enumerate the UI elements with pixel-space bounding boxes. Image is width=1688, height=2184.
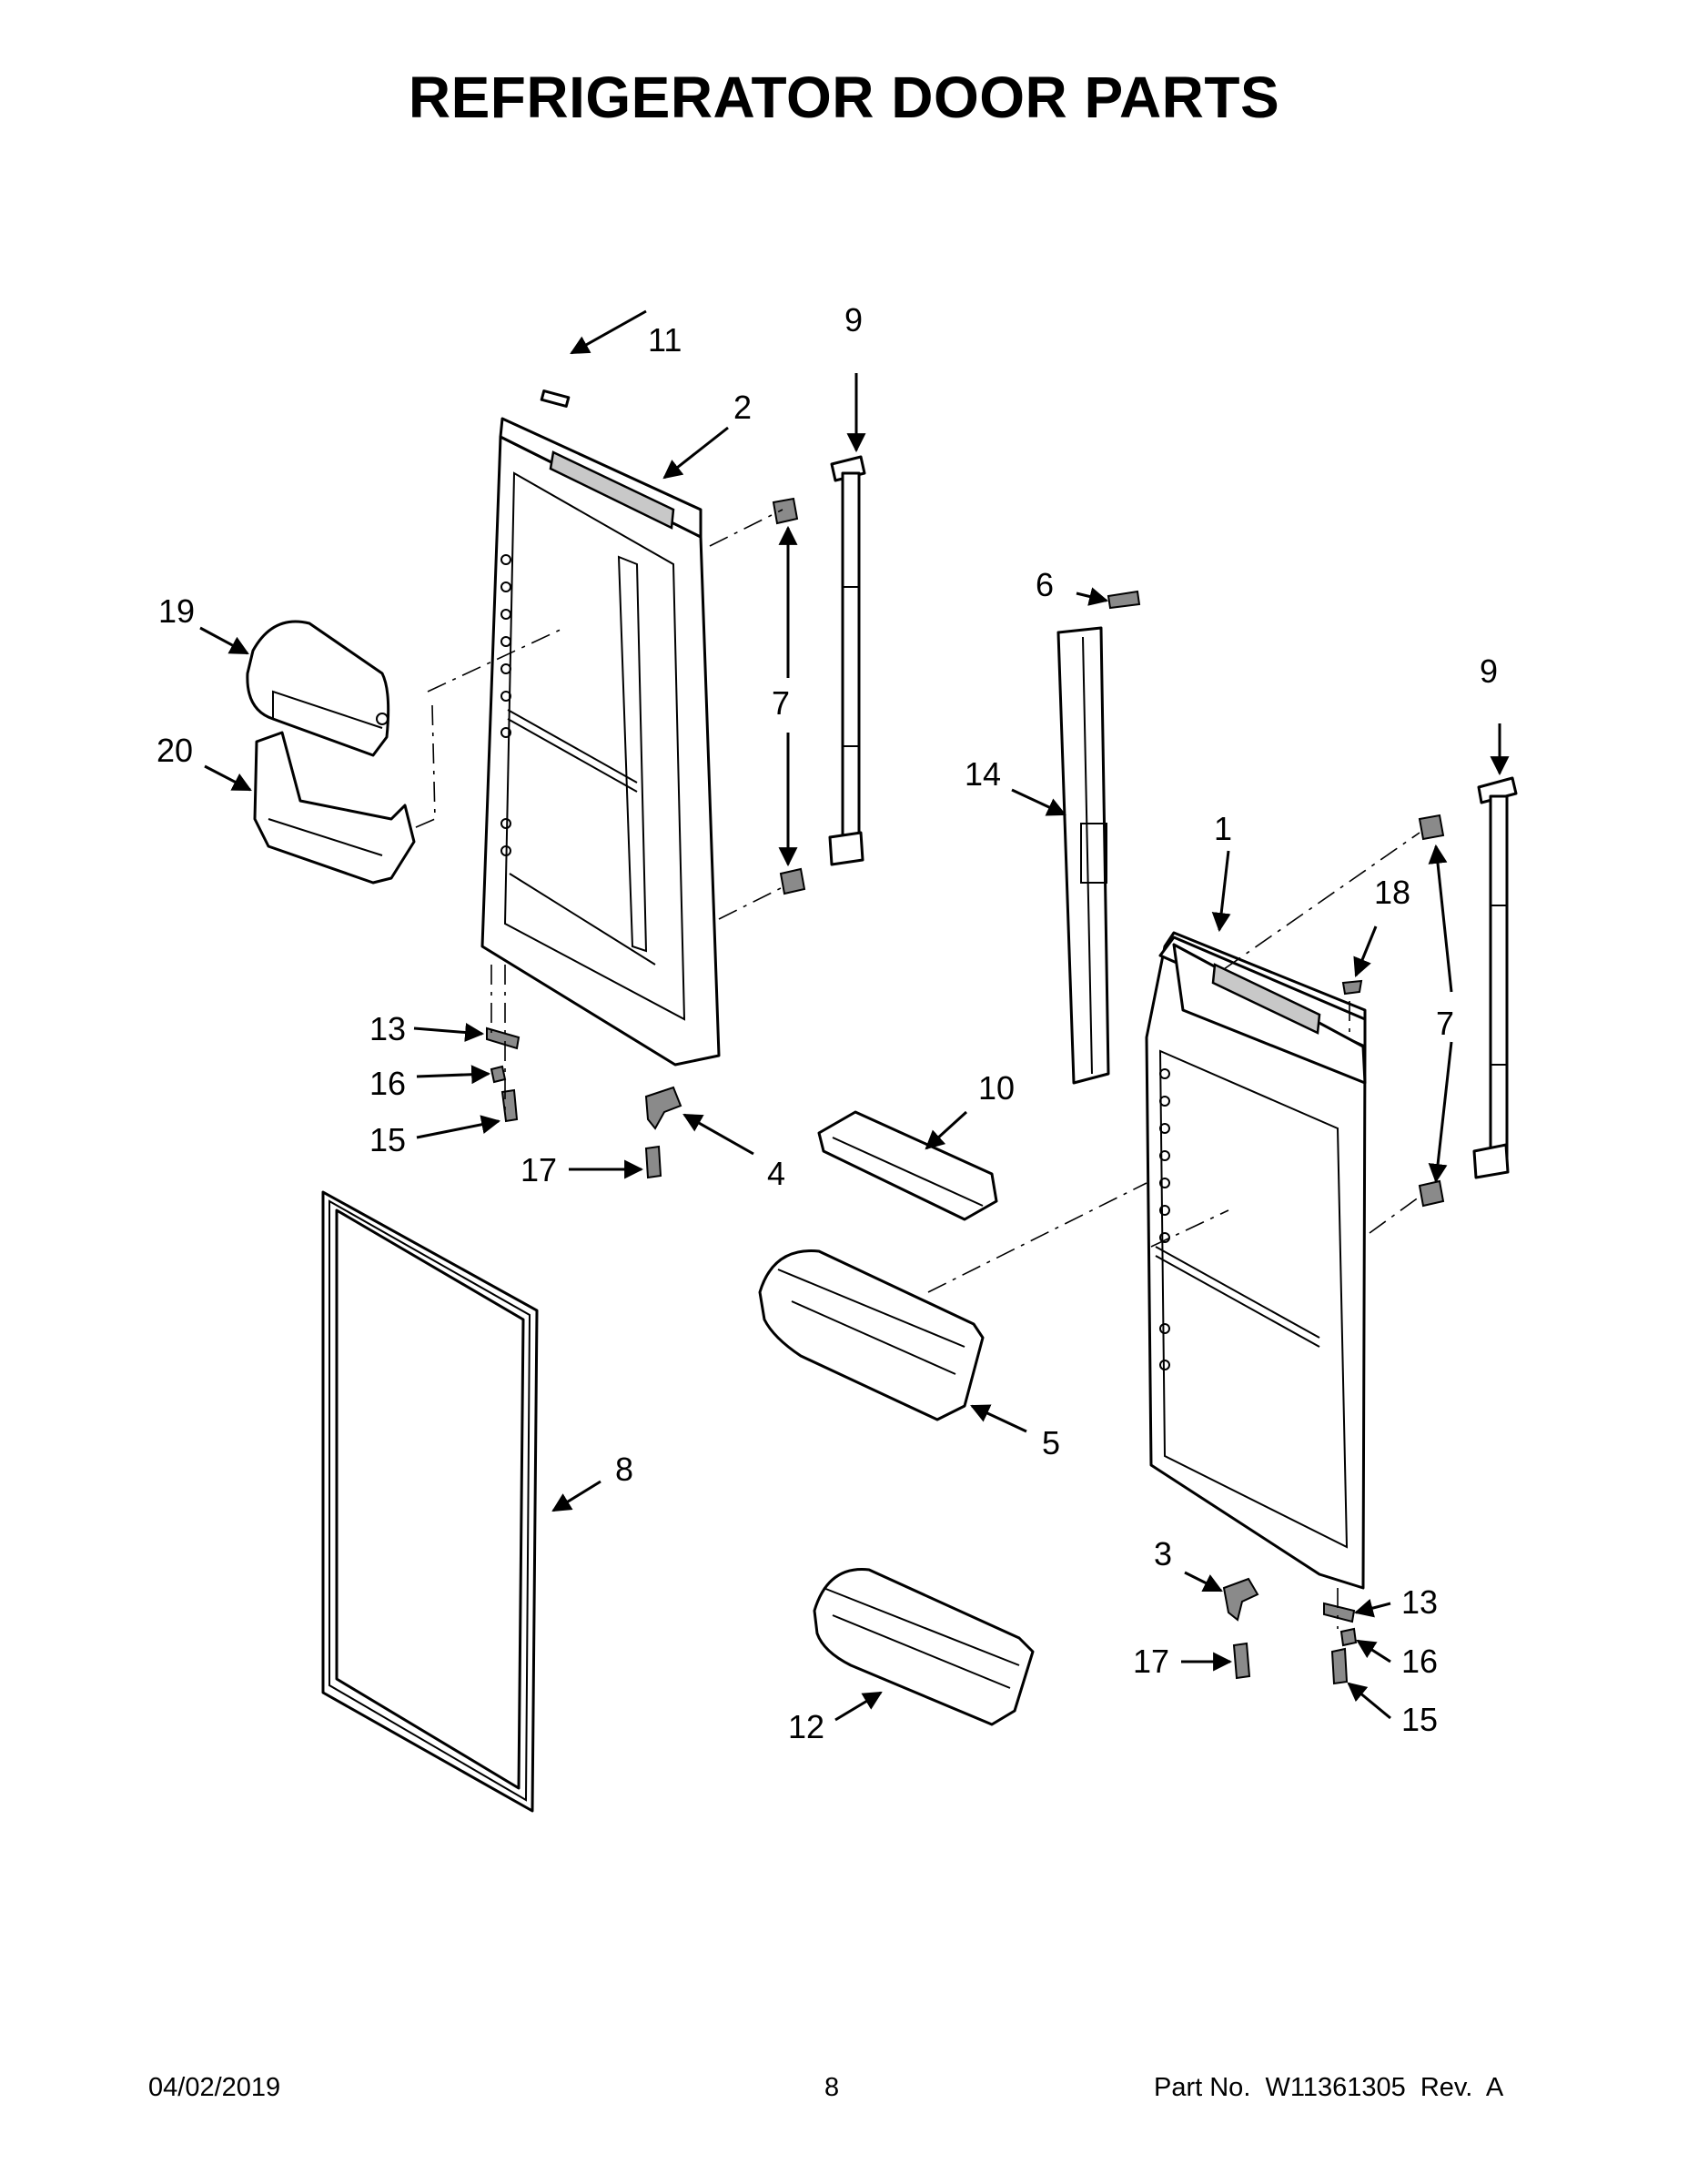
callout-12: 12 — [788, 1708, 825, 1745]
screw-part-6 — [1107, 590, 1141, 610]
callout-15: 15 — [1401, 1701, 1439, 1738]
handle-stud-part-7-left — [772, 497, 806, 895]
callout-13: 13 — [369, 1010, 407, 1047]
door-gasket-part-8 — [321, 1190, 539, 1813]
footer-page-number: 8 — [824, 2073, 840, 2102]
handle-part-9-left — [828, 455, 866, 866]
door-bin-part-12 — [813, 1568, 1035, 1726]
callout-13: 13 — [1401, 1583, 1439, 1621]
screw-part-15-left — [500, 1088, 519, 1123]
door-shelf-part-10 — [817, 1110, 998, 1221]
callout-11: 11 — [648, 321, 682, 359]
left-door-liner-part-2 — [480, 389, 721, 1067]
assembly-lines — [413, 509, 1420, 1629]
callout-4: 4 — [767, 1155, 786, 1192]
callout-3: 3 — [1154, 1535, 1173, 1572]
callout-10: 10 — [978, 1069, 1016, 1107]
callout-leaders — [199, 309, 1510, 1722]
callout-9: 9 — [1480, 652, 1499, 690]
handle-part-9-right — [1472, 776, 1518, 1179]
callout-2: 2 — [733, 389, 753, 426]
cam-part-4 — [644, 1086, 682, 1130]
hinge-bracket-part-13-right — [1323, 1602, 1356, 1623]
center-mullion-part-14 — [1056, 626, 1110, 1085]
footer-date: 04/02/2019 — [148, 2073, 281, 2102]
callout-19: 19 — [158, 592, 196, 630]
screw-part-17-right — [1232, 1642, 1251, 1680]
screw-part-17-left — [644, 1145, 662, 1179]
door-bin-part-5 — [758, 1249, 985, 1421]
callout-1: 1 — [1214, 810, 1233, 847]
plug-part-18 — [1341, 979, 1363, 996]
callout-7: 7 — [772, 684, 791, 722]
callout-16: 16 — [1401, 1643, 1439, 1680]
callout-8: 8 — [615, 1451, 634, 1488]
nut-part-16-left — [490, 1065, 507, 1084]
callout-17: 17 — [521, 1151, 558, 1188]
callout-7: 7 — [1436, 1005, 1455, 1042]
callout-14: 14 — [965, 755, 1002, 793]
footer-part-number: Part No. W11361305 Rev. A — [1154, 2073, 1504, 2102]
nut-part-16-right — [1339, 1627, 1358, 1647]
callout-18: 18 — [1374, 874, 1411, 911]
right-door-liner-part-1 — [1145, 931, 1367, 1590]
screw-part-15-right — [1330, 1647, 1349, 1685]
callout-17: 17 — [1133, 1643, 1170, 1680]
door-bin-cover-part-19 — [246, 620, 390, 757]
handle-stud-part-7-right — [1418, 814, 1445, 1208]
cam-part-3 — [1222, 1577, 1259, 1622]
callout-5: 5 — [1042, 1424, 1061, 1461]
page-title: REFRIGERATOR DOOR PARTS — [408, 65, 1280, 130]
callout-15: 15 — [369, 1121, 407, 1158]
door-bin-part-20 — [253, 731, 416, 885]
callout-6: 6 — [1036, 566, 1055, 603]
hinge-bracket-part-13-left — [486, 1026, 521, 1050]
callout-9: 9 — [844, 301, 864, 339]
callout-20: 20 — [157, 732, 194, 769]
callout-16: 16 — [369, 1065, 407, 1102]
